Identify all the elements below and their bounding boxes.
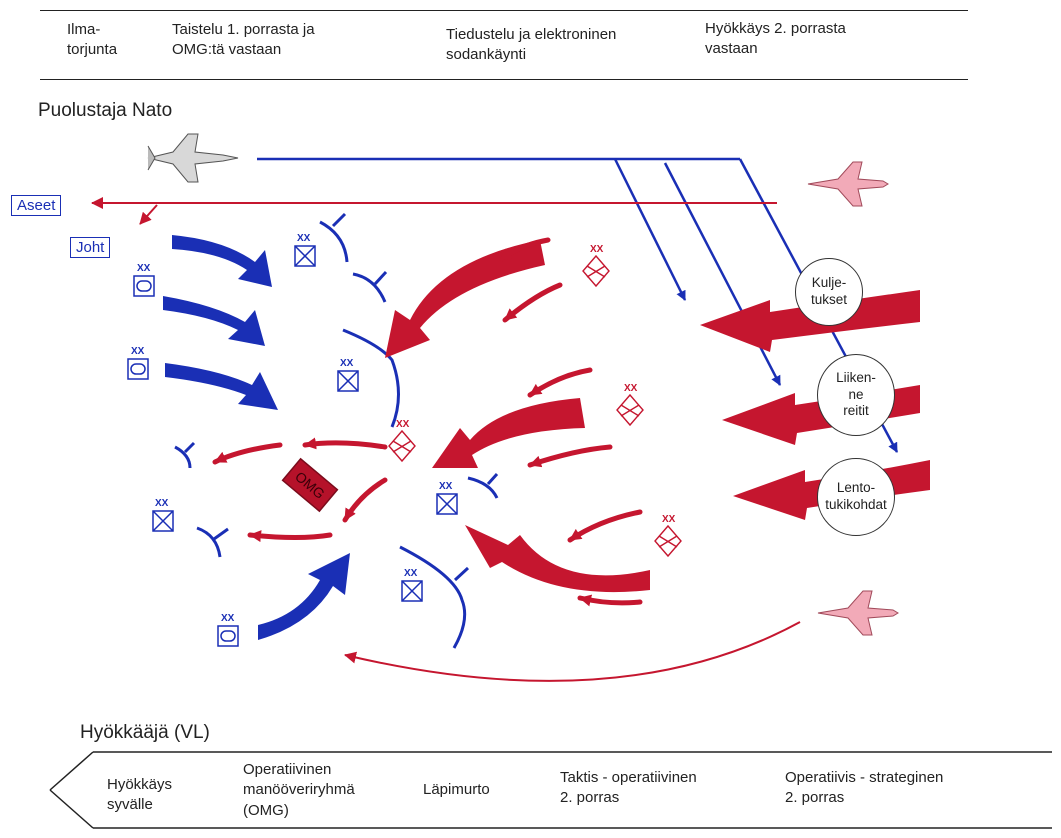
unit-label: XX <box>590 244 604 255</box>
unit-label: XX <box>439 481 453 492</box>
attacker-label: Hyökkääjä (VL) <box>80 722 210 743</box>
omg-block: OMG <box>281 457 339 513</box>
header-top-rule <box>40 10 968 11</box>
header-col-3: Tiedustelu ja elektroninen sodankäynti <box>446 26 617 64</box>
unit-label: XX <box>340 358 354 369</box>
nato-division-3: XX <box>152 498 174 532</box>
defender-label: Puolustaja Nato <box>38 100 173 121</box>
unit-label: XX <box>137 263 151 274</box>
header-col-1: Ilma- torjunta <box>67 21 118 59</box>
target-airbases: Lento- tukikohdat <box>817 458 895 536</box>
nato-division-2: XX <box>337 358 359 392</box>
unit-label: XX <box>624 383 638 394</box>
nato-division-1: XX <box>294 233 316 267</box>
unit-label: XX <box>221 613 235 624</box>
attacker-aircraft-icon-top <box>807 161 889 207</box>
nato-aircraft-icon <box>147 133 239 183</box>
attacker-unit-symbols: XX XX XX XX <box>388 244 682 558</box>
unit-label: XX <box>404 568 418 579</box>
attacker-division-3: XX <box>388 419 416 463</box>
attacker-small-arrows <box>212 237 643 607</box>
footer-arrow-outline <box>49 751 1052 829</box>
nato-division-armor-3: XX <box>217 613 239 647</box>
unit-label: XX <box>297 233 311 244</box>
attacker-division-4: XX <box>654 514 682 558</box>
nato-division-4: XX <box>436 481 458 515</box>
nato-counterattack-arrows <box>163 235 350 640</box>
footer-col-1: Hyökkäys syvälle <box>107 776 173 814</box>
unit-label: XX <box>155 498 169 509</box>
attacker-division-2: XX <box>616 383 644 427</box>
footer-col-5: Operatiivis - strateginen 2. porras <box>785 769 944 807</box>
unit-label: XX <box>396 419 410 430</box>
unit-label: XX <box>662 514 676 525</box>
attacker-division-1: XX <box>582 244 610 288</box>
nato-division-armor-2: XX <box>127 346 149 380</box>
unit-label: XX <box>131 346 145 357</box>
footer-col-4: Taktis - operatiivinen 2. porras <box>560 769 697 807</box>
command-box: Joht <box>70 237 111 258</box>
header-col-4: Hyökkäys 2. porrasta vastaan <box>705 20 846 58</box>
header-col-2: Taistelu 1. porrasta ja OMG:tä vastaan <box>172 21 315 59</box>
footer-col-2: Operatiivinen manööveriryhmä (OMG) <box>243 761 355 819</box>
attacker-strike-lines <box>91 197 801 682</box>
header-bottom-rule <box>40 79 968 80</box>
target-traffic-routes: Liiken- ne reitit <box>817 354 895 436</box>
attacker-aircraft-icon-bottom <box>817 590 899 636</box>
footer-col-3: Läpimurto <box>423 781 490 798</box>
nato-division-5: XX <box>401 568 423 602</box>
nato-division-armor-1: XX <box>133 263 155 297</box>
weapons-box: Aseet <box>11 195 62 216</box>
nato-unit-symbols: XX XX XX XX XX XX XX XX <box>127 233 458 647</box>
target-transports: Kulje- tukset <box>795 258 863 326</box>
